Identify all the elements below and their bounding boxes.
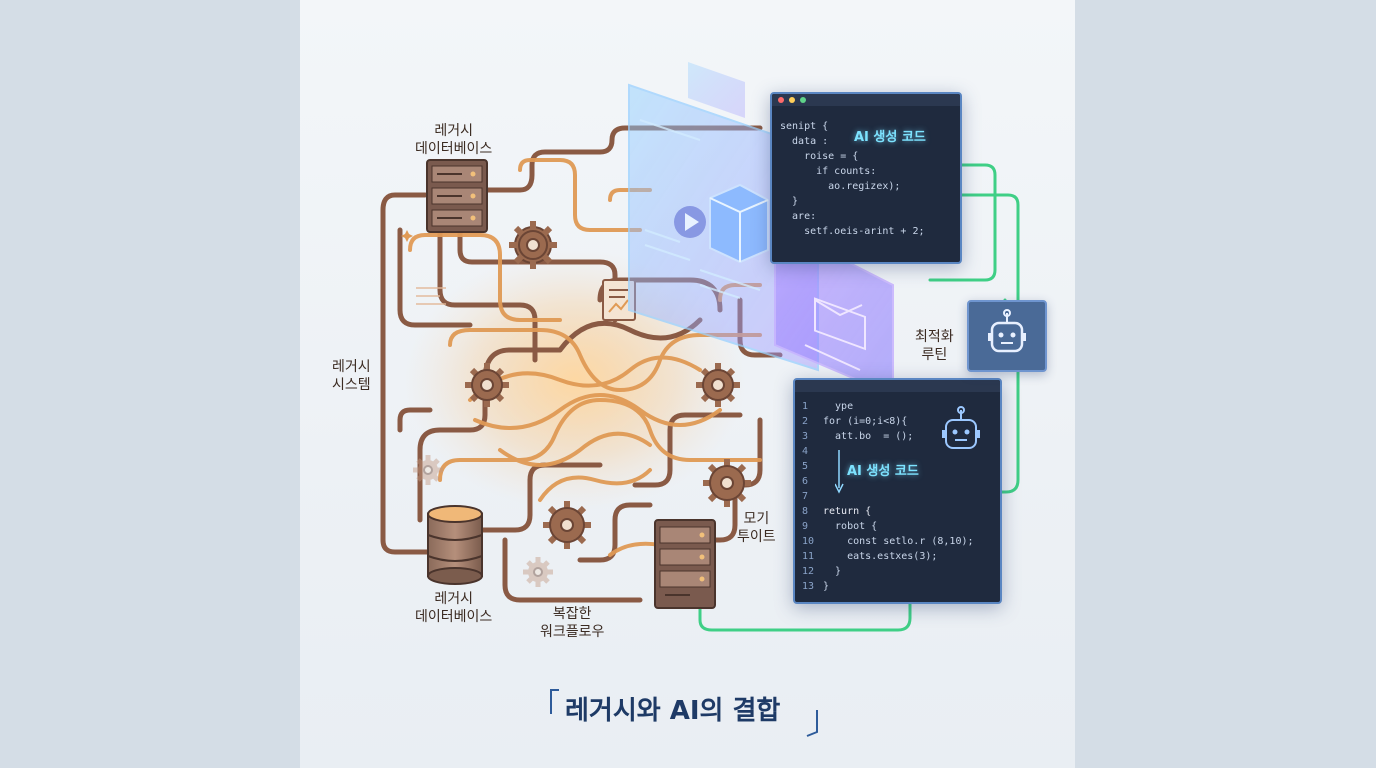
code-line: senipt {: [780, 121, 829, 132]
label-legacy-db-bottom: 레거시 데이터베이스: [415, 590, 492, 626]
minimize-dot-icon: [789, 97, 795, 103]
gear-icon: [696, 363, 740, 407]
code-line: are:: [780, 211, 817, 222]
title-bracket-decoration: [550, 689, 818, 737]
line-number: 4: [802, 446, 809, 457]
code-line: return {: [823, 506, 872, 517]
window-titlebar: [772, 94, 960, 106]
code-line: if counts:: [780, 166, 877, 177]
ai-code-window-top: senipt { data : roise = { if counts: ao.…: [770, 92, 962, 264]
document-icon: [602, 279, 636, 321]
legacy-pipes-brown: [380, 125, 783, 603]
legacy-server-top-icon: [426, 159, 488, 233]
line-number: 13: [802, 581, 815, 592]
code-line: for (i=0;i<8){: [823, 416, 908, 427]
line-number: 11: [802, 551, 815, 562]
label-optimize-routine: 최적화 루틴: [915, 328, 954, 364]
code-line: }: [823, 566, 842, 577]
close-dot-icon: [778, 97, 784, 103]
label-line: 루틴: [921, 347, 948, 363]
label-line: 데이터베이스: [415, 609, 493, 625]
legacy-database-icon: [427, 505, 483, 585]
faint-list-decoration: [416, 287, 446, 305]
gear-icon: [523, 557, 553, 587]
code-line: setf.oeis-arint + 2;: [780, 226, 925, 237]
gear-icon: [543, 501, 591, 549]
ai-generated-code-tag: AI 생성 코드: [854, 130, 926, 145]
line-number: 6: [802, 476, 809, 487]
label-module-route: 모기 투이트: [737, 510, 776, 546]
optimization-robot-box: [967, 300, 1047, 372]
window-titlebar: [795, 380, 1000, 392]
label-legacy-system: 레거시 시스템: [332, 358, 371, 394]
gear-icons: [413, 221, 751, 587]
line-number: 8: [802, 506, 809, 517]
gear-icon: [413, 455, 443, 485]
code-line: eats.estxes(3);: [823, 551, 938, 562]
line-number: 1: [802, 401, 809, 412]
ai-generated-code-tag: AI 생성 코드: [847, 464, 919, 479]
line-number: 2: [802, 416, 809, 427]
ai-code-window-bottom: 1 2 3 4 5 6 7 8 9 10 11 12 13 ype for (i…: [793, 378, 1002, 604]
line-number: 7: [802, 491, 809, 502]
sparkle-icon: [401, 230, 413, 242]
label-line: 모기: [743, 511, 770, 527]
legacy-pipes-orange: [408, 158, 762, 557]
code-line: robot {: [823, 521, 878, 532]
gear-icon: [465, 363, 509, 407]
line-number: 10: [802, 536, 815, 547]
gear-icon: [509, 221, 557, 269]
label-line: 시스템: [332, 377, 371, 393]
maximize-dot-icon: [800, 97, 806, 103]
robot-icon: [942, 406, 980, 449]
code-line: }: [780, 196, 799, 207]
label-line: 레거시: [332, 359, 371, 375]
robot-icon: [988, 309, 1026, 353]
code-line: att.bo = ();: [823, 431, 914, 442]
code-line: roise = {: [780, 151, 859, 162]
label-legacy-db-top: 레거시 데이터베이스: [415, 122, 492, 158]
line-number: 5: [802, 461, 809, 472]
label-complex-workflow: 복잡한 워크플로우: [540, 605, 604, 641]
code-line: ao.regizex);: [780, 181, 901, 192]
code-line: data :: [780, 136, 829, 147]
code-line: }: [823, 581, 830, 592]
gear-icon: [703, 459, 751, 507]
label-line: 워크플로우: [540, 624, 605, 640]
page-title: 레거시와 AI의 결합: [565, 696, 781, 726]
line-number: 3: [802, 431, 809, 442]
label-line: 투이트: [737, 529, 776, 545]
code-line: const setlo.r (8,10);: [823, 536, 974, 547]
legacy-server-bottom-icon: [654, 519, 716, 609]
label-line: 최적화: [915, 329, 954, 345]
line-number: 12: [802, 566, 815, 577]
label-line: 레거시: [434, 591, 473, 607]
code-line: ype: [823, 401, 854, 412]
label-line: 데이터베이스: [415, 141, 493, 157]
down-arrow-icon: [835, 450, 844, 494]
label-line: 복잡한: [552, 606, 592, 622]
label-line: 레거시: [434, 123, 473, 139]
line-number: 9: [802, 521, 809, 532]
